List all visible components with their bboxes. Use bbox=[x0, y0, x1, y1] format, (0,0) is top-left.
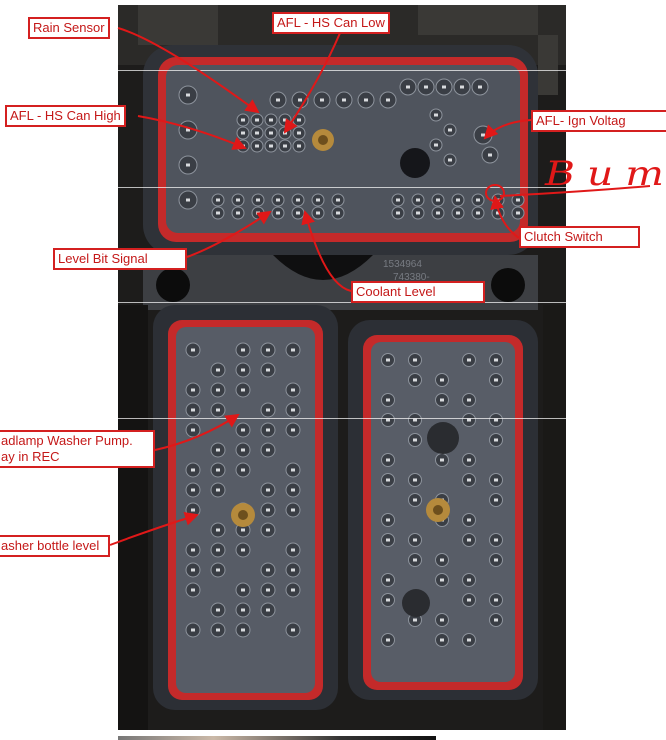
label-coolant-level: Coolant Level bbox=[351, 281, 485, 303]
sub-number-marking: 743380- bbox=[393, 272, 430, 283]
label-line: adlamp Washer Pump. bbox=[1, 433, 133, 448]
scan-line bbox=[118, 70, 566, 71]
part-number-marking: 1534964 bbox=[383, 259, 422, 270]
fuse-box-connector-photo: 1534964 743380- bbox=[118, 5, 566, 730]
scan-line bbox=[118, 302, 566, 303]
label-line: ay in REC bbox=[1, 449, 60, 464]
scan-line bbox=[118, 418, 566, 419]
label-afl-hs-can-low: AFL - HS Can Low bbox=[272, 12, 390, 34]
label-afl-ign-voltage: AFL- Ign Voltag bbox=[531, 110, 666, 132]
bottom-image-strip bbox=[118, 736, 436, 740]
label-afl-hs-can-high: AFL - HS Can High bbox=[5, 105, 126, 127]
label-clutch-switch: Clutch Switch bbox=[519, 226, 640, 248]
handwritten-note: Bum bbox=[545, 154, 666, 194]
label-rain-sensor: Rain Sensor bbox=[28, 17, 110, 39]
label-level-bit-signal: Level Bit Signal bbox=[53, 248, 187, 270]
label-washer-bottle-level: asher bottle level bbox=[0, 535, 110, 557]
scan-line bbox=[118, 187, 566, 188]
label-headlamp-washer-pump: adlamp Washer Pump. ay in REC bbox=[0, 430, 155, 468]
